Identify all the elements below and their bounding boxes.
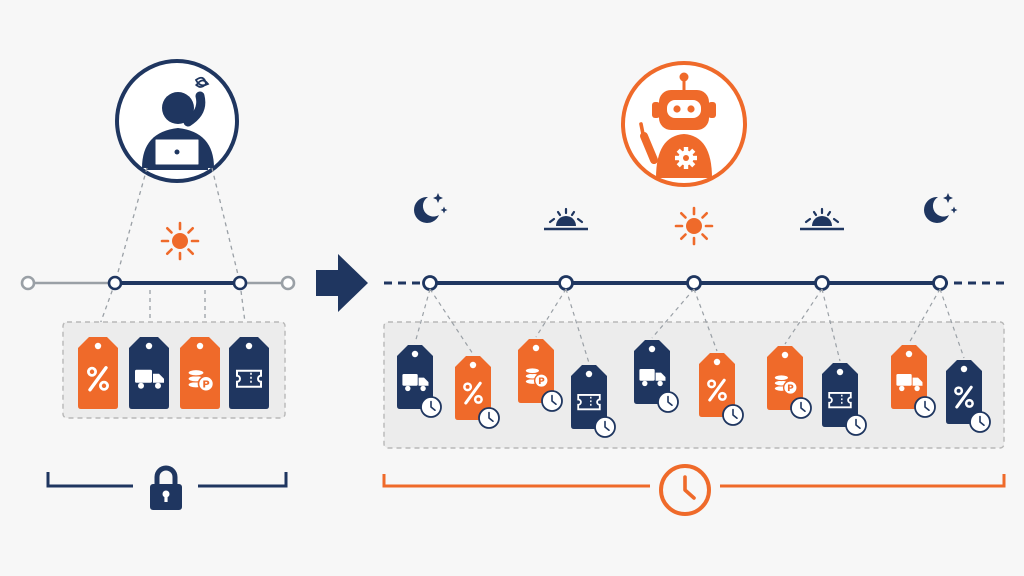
- left-connectors: [94, 167, 248, 339]
- arrow-right-icon: [316, 254, 368, 312]
- tag-clock-icon: [914, 396, 936, 418]
- tag-body: [571, 365, 607, 429]
- coins-icon: P: [524, 367, 549, 389]
- tag-body: [78, 337, 118, 409]
- lock-icon: [150, 465, 182, 510]
- coins-icon: P: [187, 368, 215, 393]
- truck-icon: [135, 369, 164, 389]
- tag-hole: [469, 361, 477, 369]
- tag-hole: [585, 370, 593, 378]
- percent-icon: [954, 385, 974, 409]
- right-bracket: [382, 464, 1006, 516]
- sunrise-icon: [544, 207, 588, 231]
- tag-hole: [94, 342, 102, 350]
- gear-icon: [675, 147, 697, 169]
- moon-icon: [414, 193, 448, 223]
- sunrise-icon: [800, 207, 844, 231]
- timeline-node: [232, 275, 248, 291]
- sun-icon: [160, 221, 200, 261]
- coins-icon: P: [773, 374, 798, 396]
- truck-icon: [896, 374, 923, 392]
- price-tag: [78, 337, 118, 409]
- timeline-node: [280, 275, 296, 291]
- tag-body: [699, 353, 735, 417]
- price-tag: [129, 337, 169, 409]
- ticket-icon: [577, 394, 601, 411]
- tag-clock-icon: [790, 397, 812, 419]
- tag-hole: [145, 342, 153, 350]
- price-tag: [634, 340, 679, 413]
- timeline-node: [20, 275, 36, 291]
- price-tag: [571, 365, 616, 438]
- person-avatar: [115, 59, 239, 183]
- sun-icon: [674, 206, 714, 246]
- left-bracket: [46, 465, 288, 510]
- timeline-node: [422, 275, 438, 291]
- timeline-node: [107, 275, 123, 291]
- tag-body: [229, 337, 269, 409]
- tag-hole: [648, 345, 656, 353]
- tag-clock-icon: [845, 414, 867, 436]
- percent-icon: [86, 366, 109, 392]
- tag-body: [946, 360, 982, 424]
- right-section: PP: [382, 61, 1008, 516]
- tag-clock-icon: [420, 396, 442, 418]
- left-section: P: [20, 59, 296, 510]
- timeline-node: [814, 275, 830, 291]
- tag-hole: [713, 358, 721, 366]
- price-tag: P: [767, 346, 812, 419]
- tag-body: [455, 356, 491, 420]
- price-tag: [891, 345, 936, 418]
- price-tag: P: [180, 337, 220, 409]
- tag-clock-icon: [541, 390, 563, 412]
- timeline-node: [558, 275, 574, 291]
- tag-hole: [905, 350, 913, 358]
- tag-body: [822, 363, 858, 427]
- left-timeline: [20, 275, 296, 291]
- time-of-day-markers: [414, 193, 958, 246]
- percent-icon: [463, 381, 483, 405]
- moon-icon: [924, 193, 958, 223]
- tag-hole: [532, 344, 540, 352]
- price-tag: [397, 345, 442, 418]
- tag-clock-icon: [969, 411, 991, 433]
- price-tag: P: [518, 339, 563, 412]
- tag-clock-icon: [478, 407, 500, 429]
- tag-hole: [245, 342, 253, 350]
- timeline-node: [686, 275, 702, 291]
- tag-hole: [781, 351, 789, 359]
- price-tag: [946, 360, 991, 433]
- tag-hole: [411, 350, 419, 358]
- confused-scribble-icon: [194, 76, 210, 88]
- price-tag: [229, 337, 269, 409]
- robot-avatar: [621, 61, 747, 187]
- robot-icon: [639, 72, 716, 178]
- ticket-icon: [828, 392, 852, 409]
- price-tag: [455, 356, 500, 429]
- price-tag: [699, 353, 744, 426]
- tag-hole: [196, 342, 204, 350]
- right-connectors: [414, 288, 965, 364]
- truck-icon: [402, 374, 429, 392]
- tag-clock-icon: [594, 416, 616, 438]
- clock-icon: [659, 464, 711, 516]
- timeline-node: [932, 275, 948, 291]
- coin-letter: P: [202, 379, 209, 390]
- tag-hole: [960, 365, 968, 373]
- price-tag: [822, 363, 867, 436]
- tag-hole: [836, 368, 844, 376]
- right-timeline: [384, 275, 1008, 291]
- coin-letter: P: [787, 384, 794, 394]
- tag-clock-icon: [722, 404, 744, 426]
- person-at-laptop-confused-icon: [142, 91, 214, 170]
- tag-clock-icon: [657, 391, 679, 413]
- percent-icon: [707, 378, 727, 402]
- coin-letter: P: [538, 377, 545, 387]
